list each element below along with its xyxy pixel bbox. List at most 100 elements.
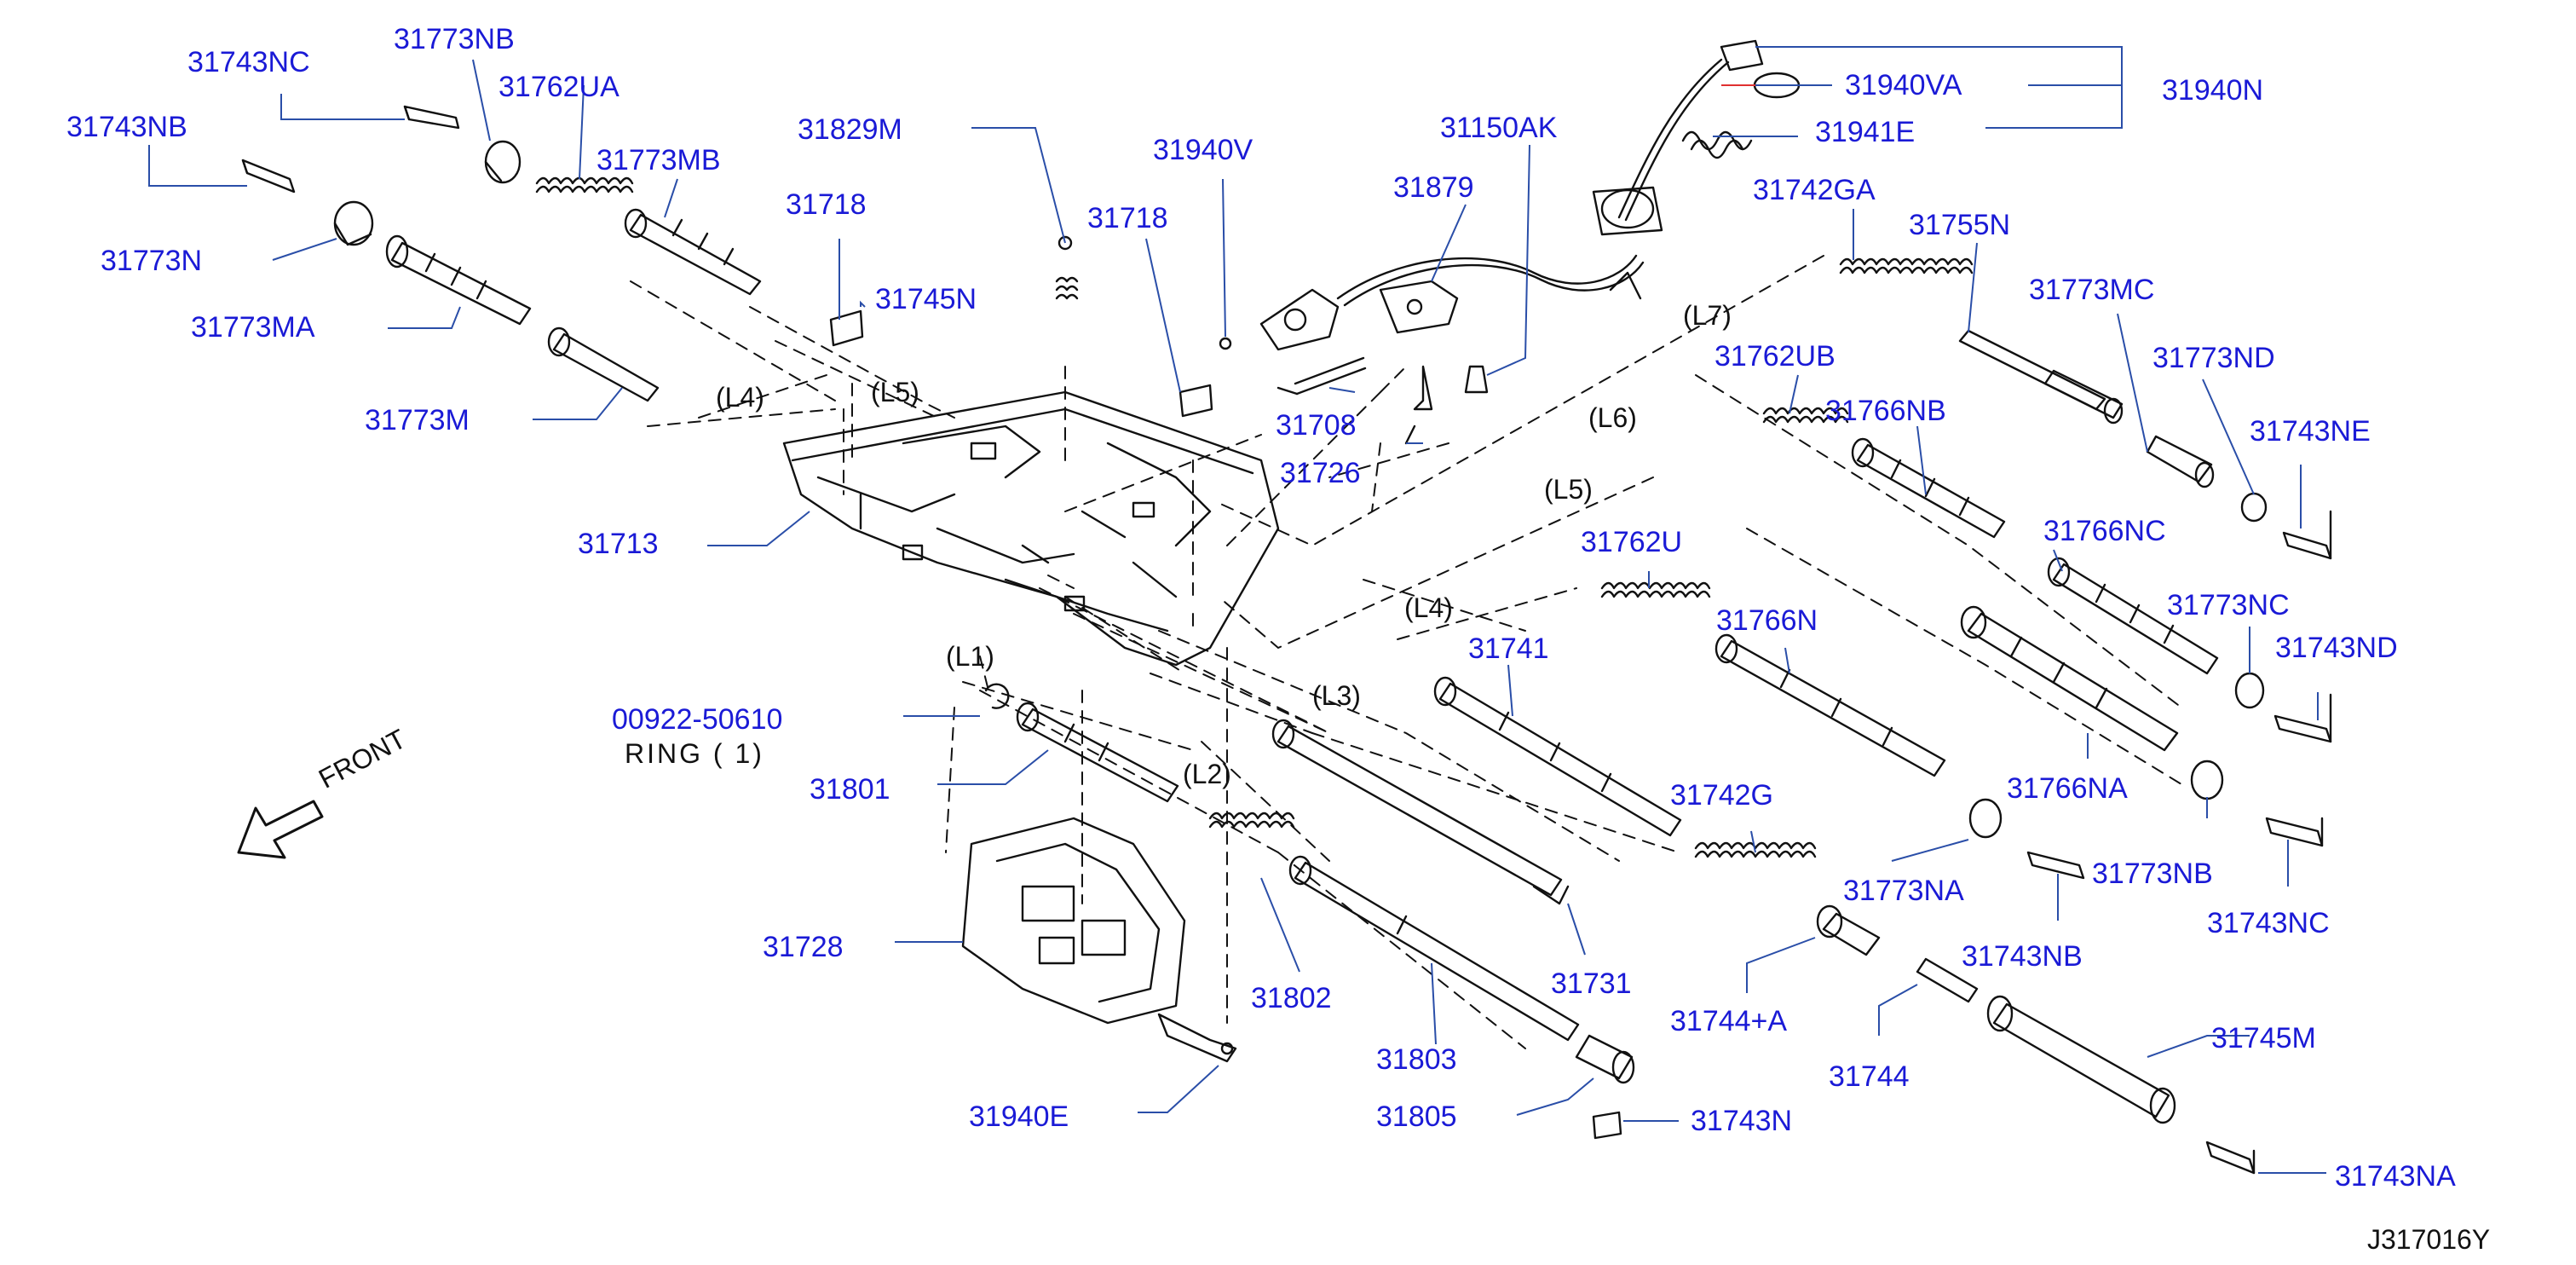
label-31743NB-bottom[interactable]: 31743NB [1962,940,2083,973]
part-31773MB-valve [624,208,762,296]
label-31940VA[interactable]: 31940VA [1845,69,1962,101]
label-31801[interactable]: 31801 [810,773,890,806]
label-31802[interactable]: 31802 [1251,982,1332,1014]
label-31766NA[interactable]: 31766NA [2007,772,2128,805]
tag-L3: (L3) [1312,680,1361,711]
label-31805[interactable]: 31805 [1376,1100,1457,1133]
label-31718-b[interactable]: 31718 [1087,202,1168,234]
label-31773MC[interactable]: 31773MC [2029,274,2155,306]
part-31766NC-valve [2047,557,2219,675]
part-solenoid-31708 [1259,288,1367,396]
tag-L4-left: (L4) [716,382,764,413]
label-31879[interactable]: 31879 [1393,171,1474,204]
label-31728[interactable]: 31728 [763,931,844,963]
label-31773NC[interactable]: 31773NC [2167,589,2290,621]
part-31728-plate [961,817,1186,1025]
label-31745M[interactable]: 31745M [2211,1022,2316,1054]
label-31941E[interactable]: 31941E [1815,116,1916,148]
part-31743NE [2282,510,2332,560]
part-31743NA [2205,1141,2256,1175]
label-31940E[interactable]: 31940E [969,1100,1069,1133]
part-31743N [1592,1111,1622,1140]
label-31744[interactable]: 31744 [1829,1060,1910,1093]
label-00922-50610[interactable]: 00922-50610 [612,703,783,736]
part-ring-00922-50610 [984,683,1010,709]
label-31766NB[interactable]: 31766NB [1825,395,1946,427]
part-31745M-valve [1986,995,2176,1124]
label-31743NB-top[interactable]: 31743NB [66,111,187,143]
part-31773NC [2234,672,2265,709]
part-31773N [333,200,374,246]
tag-L5-left: (L5) [871,377,919,407]
part-31766N-valve [1714,633,1946,777]
label-31762UA[interactable]: 31762UA [498,71,620,103]
label-31150AK[interactable]: 31150AK [1440,112,1558,144]
label-31773M[interactable]: 31773M [365,404,470,436]
label-31743ND[interactable]: 31743ND [2275,632,2398,664]
part-31773M-sleeve [547,326,660,402]
diagram-code: J317016Y [2367,1224,2491,1255]
label-31741[interactable]: 31741 [1468,632,1549,665]
label-31773ND[interactable]: 31773ND [2152,342,2275,374]
label-31726[interactable]: 31726 [1280,457,1361,489]
label-31773NB-bottom[interactable]: 31773NB [2092,858,2213,890]
part-31743NB-bot [2026,851,2085,880]
part-31940E [1157,1013,1237,1063]
label-31743NA[interactable]: 31743NA [2335,1160,2456,1193]
label-31773MA[interactable]: 31773MA [191,311,315,344]
wire-harness-31940N [1336,39,1764,307]
label-31773NA[interactable]: 31773NA [1843,875,1964,907]
label-31773NB-top[interactable]: 31773NB [394,23,515,55]
label-31766N[interactable]: 31766N [1716,604,1818,637]
part-31805 [1575,1034,1635,1084]
label-31762UB[interactable]: 31762UB [1714,340,1835,373]
leader-lines [148,46,2326,1174]
part-31762UA-spring [535,176,634,194]
label-31742G[interactable]: 31742G [1670,779,1773,812]
part-31879-sensor [1379,280,1459,334]
label-31745N[interactable]: 31745N [875,283,977,315]
label-31743NC-top[interactable]: 31743NC [187,46,310,78]
front-arrow-icon [237,800,324,859]
label-31803[interactable]: 31803 [1376,1043,1457,1076]
part-31762UB-spring [1762,407,1849,424]
label-31713[interactable]: 31713 [578,528,659,560]
part-31773NB-bot [2190,760,2224,800]
part-31803-valve [1288,855,1580,1042]
label-31731[interactable]: 31731 [1551,968,1632,1000]
label-31773MB[interactable]: 31773MB [596,144,721,176]
part-31801-valve [1016,702,1179,803]
label-31743N[interactable]: 31743N [1691,1105,1793,1137]
part-31743NC-top [403,105,460,130]
label-31718-a[interactable]: 31718 [786,188,867,221]
part-31742GA-spring [1839,257,1974,274]
part-31745N [829,309,864,347]
part-31762U-spring [1600,581,1711,598]
label-31744-plus-a[interactable]: 31744+A [1670,1005,1788,1037]
part-31718-b [1179,384,1213,418]
label-31940N[interactable]: 31940N [2162,74,2264,107]
part-31773MC [2146,435,2215,488]
label-31940V[interactable]: 31940V [1153,134,1253,166]
label-31762U[interactable]: 31762U [1581,526,1683,558]
part-31744 [1916,957,1979,1003]
label-31755N[interactable]: 31755N [1909,209,2011,241]
part-31773ND [2240,492,2268,523]
tag-L1: (L1) [946,641,994,672]
label-31829M[interactable]: 31829M [798,113,902,146]
part-31741-valve [1433,676,1682,837]
label-31743NE[interactable]: 31743NE [2250,415,2371,448]
part-31755N-valve [1958,329,2124,425]
assembly-lines [630,255,2182,1049]
tag-L7: (L7) [1683,300,1732,331]
tag-L5-right: (L5) [1544,474,1593,505]
label-31743NC-bottom[interactable]: 31743NC [2207,907,2330,939]
part-31743NB-top [241,159,296,194]
label-31766NC[interactable]: 31766NC [2043,515,2166,547]
part-31940V [1219,337,1232,350]
label-31773N[interactable]: 31773N [101,245,203,277]
label-31708[interactable]: 31708 [1276,409,1357,442]
label-31742GA[interactable]: 31742GA [1753,174,1876,206]
